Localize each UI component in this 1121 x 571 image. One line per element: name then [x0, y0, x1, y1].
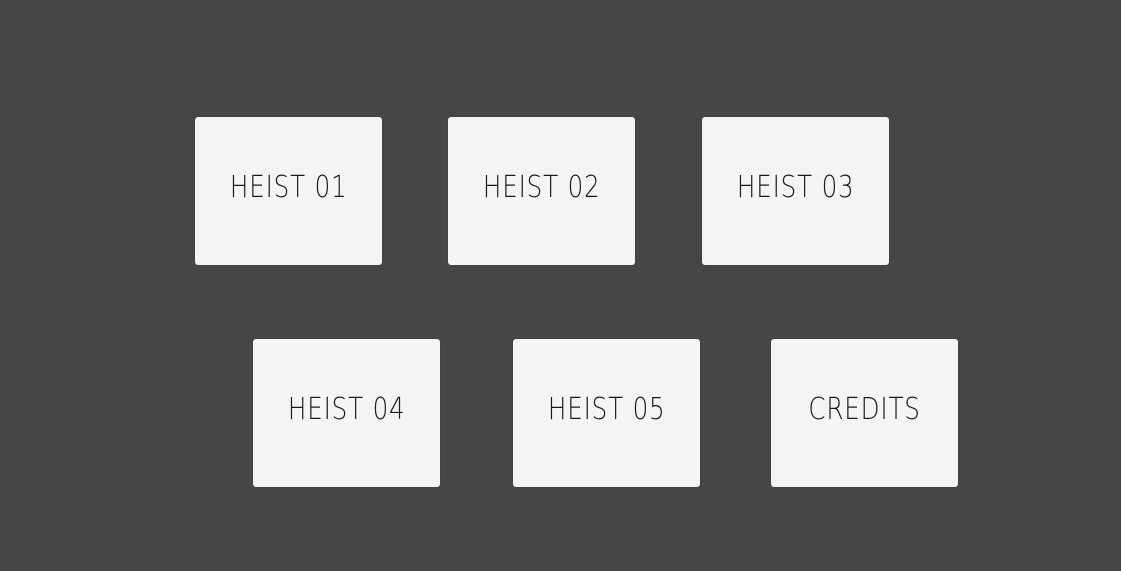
- heist-05-label: HEIST 05: [547, 391, 666, 427]
- heist-04-button[interactable]: HEIST 04: [253, 339, 440, 487]
- credits-button[interactable]: CREDITS: [771, 339, 958, 487]
- heist-01-button[interactable]: HEIST 01: [195, 117, 382, 265]
- credits-label: CREDITS: [808, 391, 921, 427]
- heist-05-button[interactable]: HEIST 05: [513, 339, 700, 487]
- heist-03-label: HEIST 03: [736, 169, 855, 205]
- heist-02-label: HEIST 02: [482, 169, 601, 205]
- heist-01-label: HEIST 01: [229, 169, 348, 205]
- heist-04-label: HEIST 04: [287, 391, 406, 427]
- heist-02-button[interactable]: HEIST 02: [448, 117, 635, 265]
- heist-03-button[interactable]: HEIST 03: [702, 117, 889, 265]
